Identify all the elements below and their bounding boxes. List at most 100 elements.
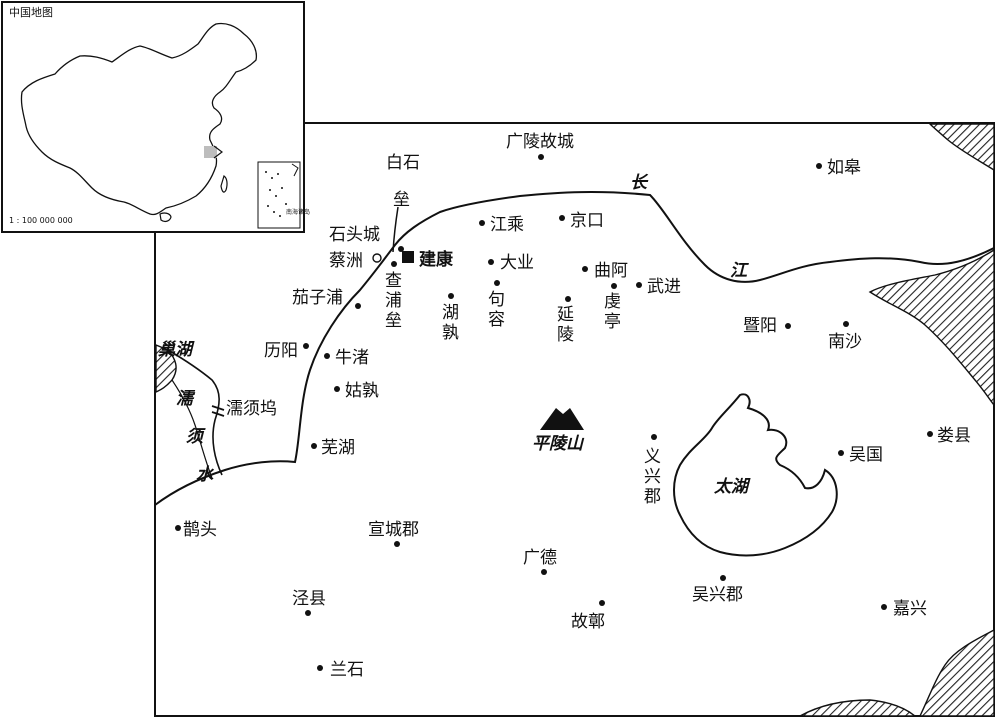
dot-louxian <box>927 431 933 437</box>
inset-south-sea-islands <box>265 171 287 217</box>
inset-china-outline <box>20 22 258 216</box>
dot-jingkou <box>559 215 565 221</box>
dot-hushu <box>448 293 454 299</box>
dot-juzi <box>494 280 500 286</box>
sea-top-right <box>928 123 995 172</box>
label-changjiang-1: 长 <box>630 173 649 193</box>
dot-quetou <box>175 525 181 531</box>
label-rugao: 如皋 <box>827 158 861 178</box>
label-chapulei-3: 垒 <box>385 311 402 331</box>
dot-daye <box>488 259 494 265</box>
label-guangling: 广陵故城 <box>506 132 574 152</box>
label-yixing-2: 兴 <box>644 467 661 487</box>
label-wuxingjun: 吴兴郡 <box>692 585 743 605</box>
label-liyang: 历阳 <box>264 341 298 361</box>
inset-title: 中国地图 <box>9 6 53 19</box>
label-baishilei-1: 白石 <box>386 153 420 173</box>
ruxu-river <box>167 349 223 476</box>
label-juzi-1: 句 <box>488 290 505 310</box>
inset-coast-mark <box>213 145 223 159</box>
label-ruxu-2: 须 <box>186 427 206 447</box>
dot-lanshi <box>317 665 323 671</box>
label-ruxu-1: 濡 <box>176 389 196 409</box>
label-yixing-1: 义 <box>644 447 661 467</box>
dot-gubu <box>599 600 605 606</box>
changjiang-river <box>154 191 995 506</box>
label-yanling-2: 陵 <box>557 325 574 345</box>
label-guangde: 广德 <box>523 548 557 568</box>
inset-hainan <box>159 212 172 223</box>
taihu-lake <box>673 393 838 557</box>
label-hushu-1: 湖 <box>442 303 459 323</box>
label-ruxu-3: 水 <box>196 465 215 485</box>
label-wuhu: 芜湖 <box>321 438 355 458</box>
dot-niuzhu <box>324 353 330 359</box>
ruxuwu-mark <box>211 405 225 411</box>
inset-south-sea-label: 南海诸岛 <box>286 208 310 216</box>
label-baishilei-2: 垒 <box>393 190 410 210</box>
label-qua: 曲阿 <box>594 261 628 281</box>
label-jiankang: 建康 <box>419 249 454 270</box>
label-gushu: 姑孰 <box>345 381 379 401</box>
label-changjiang-2: 江 <box>730 261 749 281</box>
label-wuguo: 吴国 <box>849 445 883 465</box>
label-nansha: 南沙 <box>828 332 862 352</box>
settlement-dots <box>175 154 933 671</box>
dot-xuancheng <box>394 541 400 547</box>
label-caizhou: 蔡洲 <box>329 251 363 271</box>
dot-nansha <box>843 321 849 327</box>
inset-taiwan <box>220 175 228 193</box>
dot-wuhu <box>311 443 317 449</box>
label-jiangcheng: 江乘 <box>490 215 524 235</box>
label-daye: 大业 <box>500 253 534 273</box>
dot-guangde <box>541 569 547 575</box>
label-jingkou: 京口 <box>570 211 604 231</box>
label-jiaxing: 嘉兴 <box>893 599 927 619</box>
label-chaohu: 巢湖 <box>157 340 195 360</box>
dot-jiaxing <box>881 604 887 610</box>
dot-jiangcheng <box>479 220 485 226</box>
qinhuai-river <box>392 206 399 253</box>
label-chapulei-2: 浦 <box>385 291 402 311</box>
dot-gushu <box>334 386 340 392</box>
dot-wujin <box>636 282 642 288</box>
dot-caizhou <box>372 253 382 263</box>
inset-scale: 1 : 100 000 000 <box>9 216 73 225</box>
ruxuwu-mark-2 <box>211 411 225 417</box>
dot-lingting <box>611 283 617 289</box>
dot-jiyang <box>785 323 791 329</box>
capital-square-icon <box>402 251 414 263</box>
label-quetou: 鹊头 <box>183 520 217 540</box>
label-ruxuwu: 濡须坞 <box>226 399 277 419</box>
dot-wuxing <box>720 575 726 581</box>
label-jiyang: 暨阳 <box>743 316 777 336</box>
label-yixing-3: 郡 <box>644 487 661 507</box>
label-hushu-2: 孰 <box>442 323 459 343</box>
inset-south-sea-box <box>257 161 301 229</box>
label-juzi-2: 容 <box>488 310 505 330</box>
dot-rugao <box>816 163 822 169</box>
label-chapulei-1: 查 <box>385 271 402 291</box>
dot-guangling <box>538 154 544 160</box>
dot-yanling <box>565 296 571 302</box>
dot-jingxian <box>305 610 311 616</box>
dot-shitou <box>398 246 404 252</box>
inset-highlight-region <box>204 146 217 158</box>
label-wujin: 武进 <box>647 277 681 297</box>
label-shitoucheng: 石头城 <box>329 225 380 245</box>
mountain-icon <box>540 408 584 430</box>
label-louxian: 娄县 <box>937 426 971 446</box>
dot-yixing <box>651 434 657 440</box>
label-qiezipu: 茄子浦 <box>292 288 343 308</box>
label-xuanchengjun: 宣城郡 <box>368 520 419 540</box>
label-lanshi: 兰石 <box>330 660 364 680</box>
label-niuzhu: 牛渚 <box>335 348 369 368</box>
ruxu-river-bank <box>171 379 213 479</box>
sea-bottom-right <box>918 628 995 717</box>
dot-chapu <box>391 261 397 267</box>
label-taihu: 太湖 <box>713 477 751 497</box>
label-lingting-2: 亭 <box>604 312 621 332</box>
sea-bottom-mid <box>799 699 917 717</box>
label-lingting-1: 虔 <box>604 292 621 312</box>
